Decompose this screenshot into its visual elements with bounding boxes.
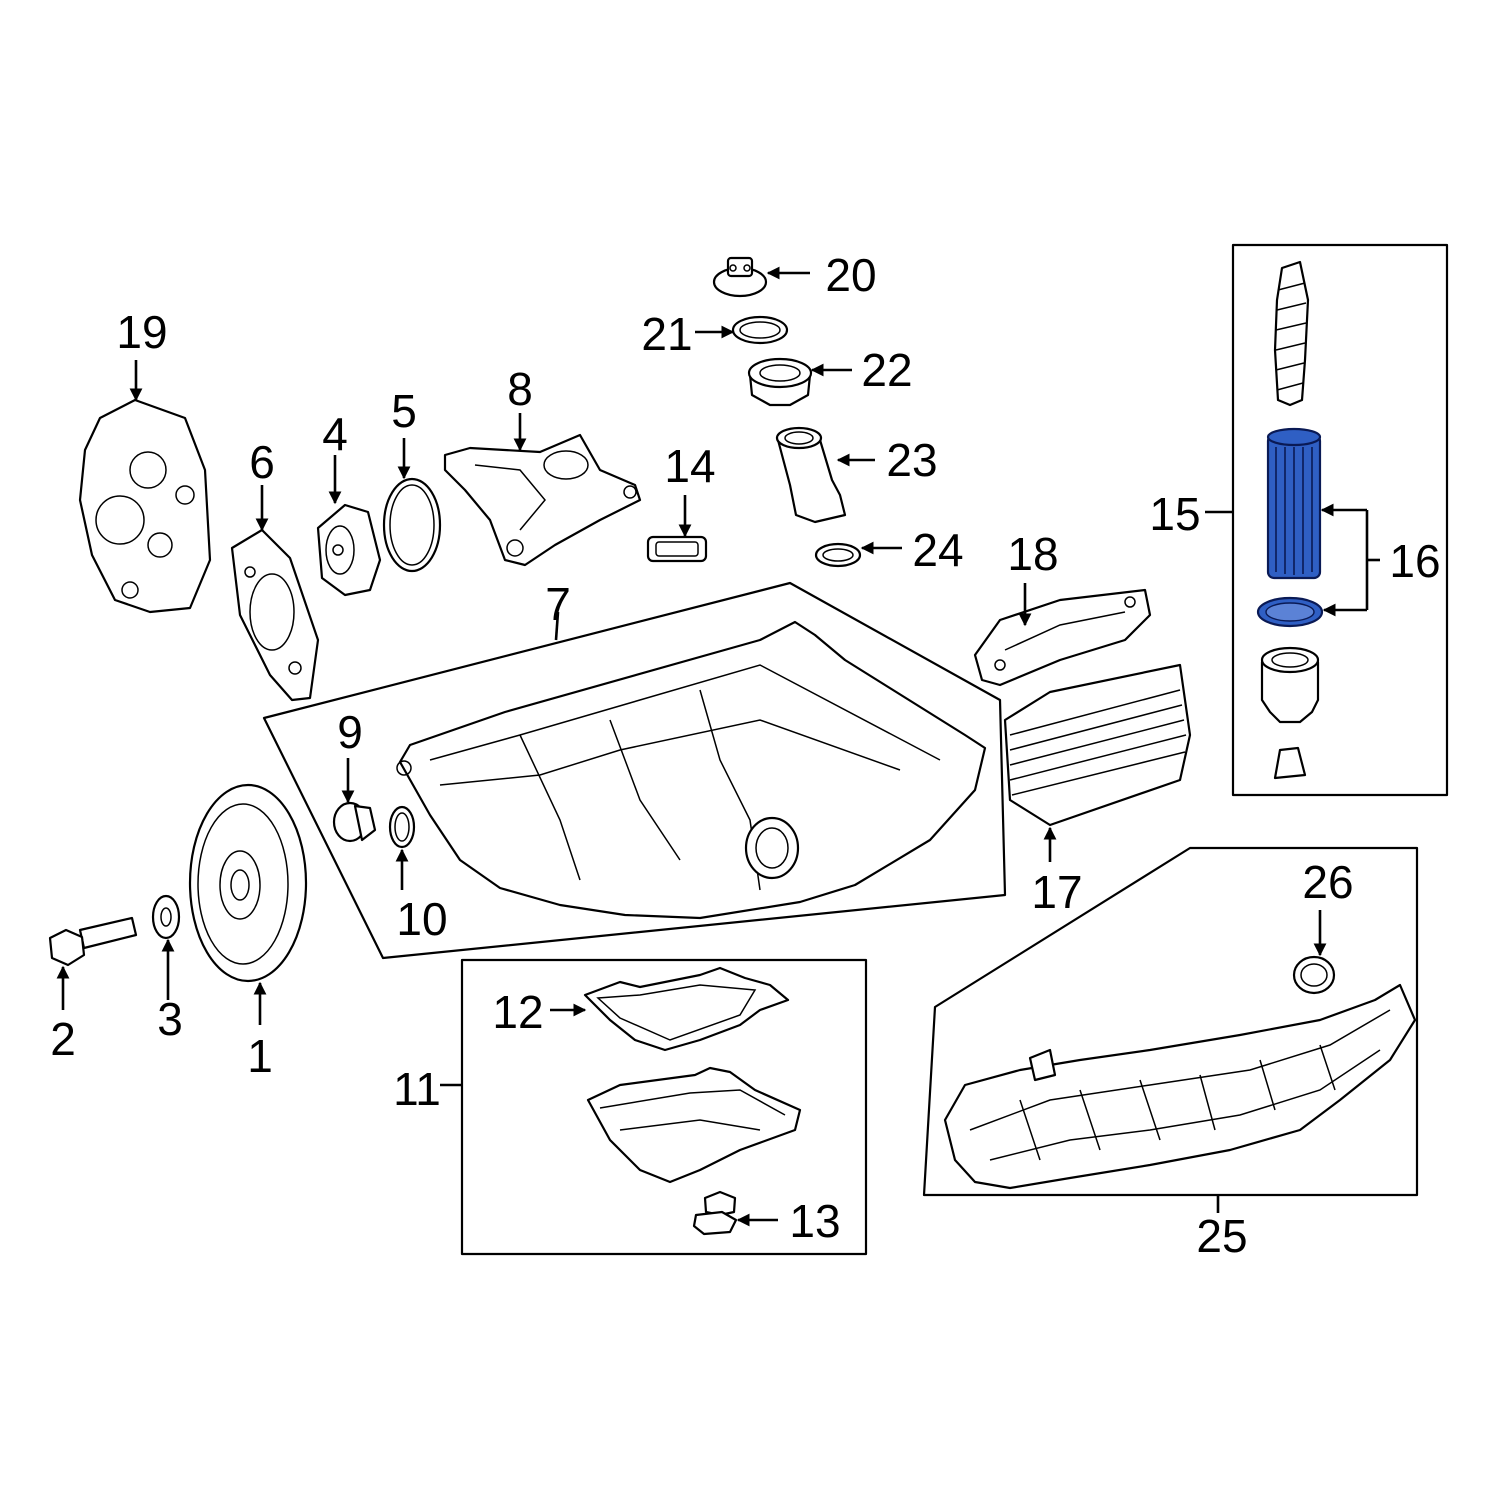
callout-8[interactable]: 8 bbox=[507, 363, 533, 415]
callout-2[interactable]: 2 bbox=[50, 1013, 76, 1065]
callout-26[interactable]: 26 bbox=[1302, 856, 1353, 908]
group-15-box bbox=[1231, 243, 1449, 797]
part-21-seal[interactable] bbox=[731, 315, 789, 345]
part-14-gasket[interactable] bbox=[646, 535, 708, 563]
part-1-pulley[interactable] bbox=[188, 783, 308, 983]
callout-18[interactable]: 18 bbox=[1007, 528, 1058, 580]
leader-lines bbox=[56, 266, 1380, 1227]
part-2-bolt[interactable] bbox=[48, 916, 138, 967]
group-11-box bbox=[460, 958, 868, 1256]
callout-12[interactable]: 12 bbox=[492, 986, 543, 1038]
part-20-cap[interactable] bbox=[712, 256, 768, 298]
part-8-bracket[interactable] bbox=[443, 433, 642, 567]
part-24-seal[interactable] bbox=[814, 542, 862, 568]
callout-20[interactable]: 20 bbox=[825, 249, 876, 301]
callout-16[interactable]: 16 bbox=[1389, 535, 1440, 587]
part-9-plug[interactable] bbox=[332, 801, 377, 843]
callout-14[interactable]: 14 bbox=[664, 440, 715, 492]
callout-17[interactable]: 17 bbox=[1031, 866, 1082, 918]
part-17-oil-cooler[interactable] bbox=[1003, 663, 1192, 827]
group-25-outline bbox=[922, 846, 1419, 1197]
part-16-filter-seal[interactable] bbox=[1256, 596, 1324, 628]
filter-drain-plug bbox=[1273, 746, 1307, 780]
callout-24[interactable]: 24 bbox=[912, 524, 963, 576]
callout-10[interactable]: 10 bbox=[396, 893, 447, 945]
part-5-o-ring[interactable] bbox=[382, 477, 442, 573]
part-15-filter-standpipe[interactable] bbox=[1273, 260, 1310, 407]
part-12-gasket[interactable] bbox=[583, 966, 790, 1052]
part-25-intake-manifold[interactable] bbox=[943, 983, 1417, 1190]
callout-21[interactable]: 21 bbox=[641, 308, 692, 360]
callout-23[interactable]: 23 bbox=[886, 434, 937, 486]
callout-19[interactable]: 19 bbox=[116, 306, 167, 358]
callout-1[interactable]: 1 bbox=[247, 1030, 273, 1082]
part-10-seal[interactable] bbox=[388, 805, 416, 849]
part-16-filter-element[interactable] bbox=[1266, 427, 1322, 580]
part-26-seal[interactable] bbox=[1292, 955, 1336, 995]
filter-housing-cap bbox=[1260, 646, 1320, 724]
group-7-outline bbox=[262, 581, 1007, 960]
callout-3[interactable]: 3 bbox=[157, 993, 183, 1045]
part-23-filler-tube[interactable] bbox=[775, 426, 847, 524]
callout-7[interactable]: 7 bbox=[545, 578, 571, 630]
callout-13[interactable]: 13 bbox=[789, 1195, 840, 1247]
part-19-engine-cover[interactable] bbox=[78, 398, 212, 614]
part-18-gasket[interactable] bbox=[973, 588, 1152, 687]
callout-9[interactable]: 9 bbox=[337, 706, 363, 758]
part-3-washer[interactable] bbox=[151, 894, 181, 940]
callout-25[interactable]: 25 bbox=[1196, 1210, 1247, 1262]
callout-labels: 1 2 3 4 5 6 7 8 9 10 11 12 13 14 15 16 1… bbox=[50, 249, 1440, 1262]
part-11-lower-pan[interactable] bbox=[586, 1066, 802, 1184]
callout-11[interactable]: 11 bbox=[393, 1063, 441, 1115]
part-7-oil-pan[interactable] bbox=[396, 620, 987, 920]
callout-6[interactable]: 6 bbox=[249, 436, 275, 488]
part-6-gasket[interactable] bbox=[230, 528, 320, 702]
callout-15[interactable]: 15 bbox=[1149, 488, 1200, 540]
part-13-drain-plug[interactable] bbox=[692, 1190, 738, 1236]
part-22-filler-ring[interactable] bbox=[747, 357, 813, 407]
callout-4[interactable]: 4 bbox=[322, 408, 348, 460]
callout-22[interactable]: 22 bbox=[861, 344, 912, 396]
part-4-cover[interactable] bbox=[316, 503, 382, 597]
callout-5[interactable]: 5 bbox=[391, 385, 417, 437]
